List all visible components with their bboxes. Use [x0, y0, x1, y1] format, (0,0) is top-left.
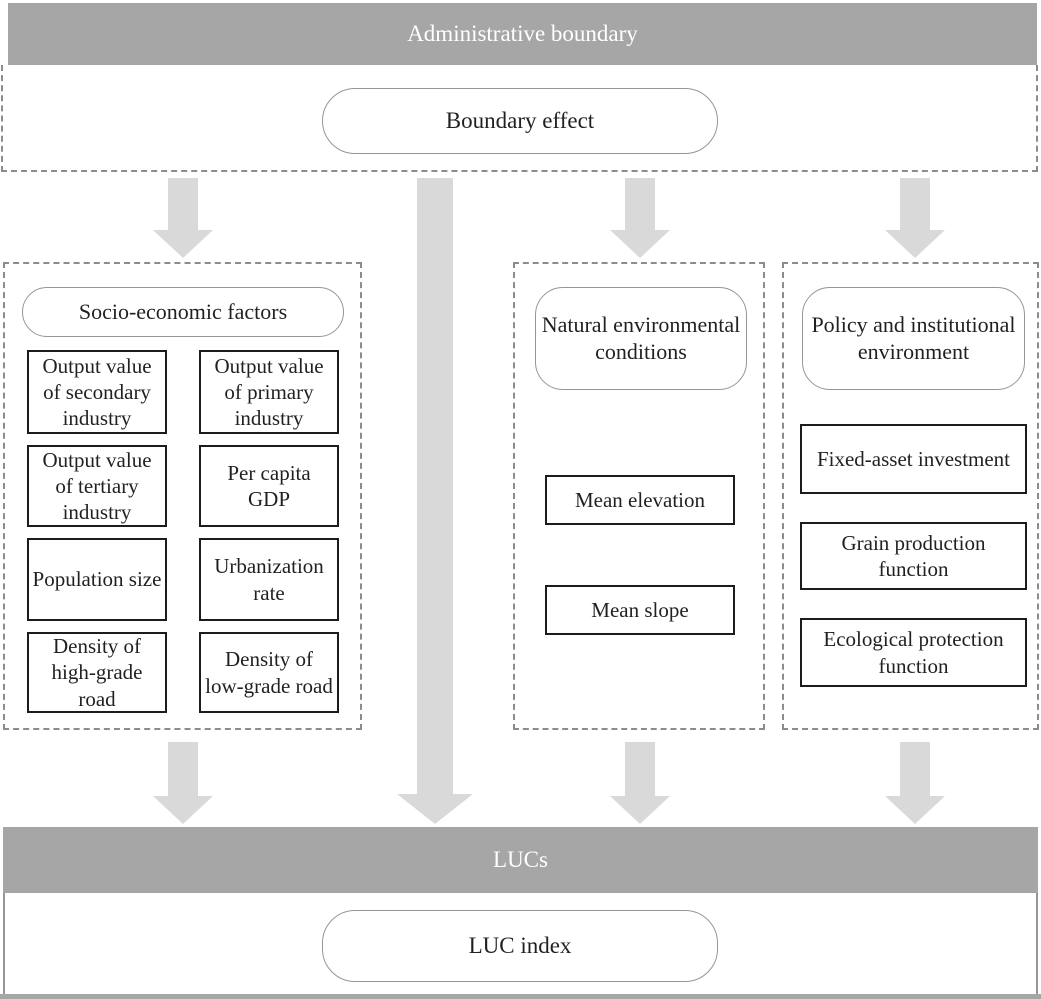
boundary-effect-region [1, 65, 1038, 172]
administrative-boundary-label: Administrative boundary [407, 21, 638, 46]
policy-environment-header: Policy and institutional environment [802, 287, 1025, 390]
arrow-socio-to-lucs [153, 742, 213, 824]
arrow-head [610, 796, 670, 824]
factor-box: Density of high-grade road [27, 632, 167, 713]
arrow-boundary-to-natural [610, 178, 670, 258]
factor-box: Fixed-asset investment [800, 424, 1027, 494]
panel-socio-economic: Socio-economic factors Output value of s… [3, 262, 362, 730]
arrow-natural-to-lucs [610, 742, 670, 824]
factor-box: Mean slope [545, 585, 735, 635]
factor-box: Per capita GDP [199, 445, 339, 527]
socio-factor-grid: Output value of secondary industry Outpu… [27, 350, 339, 713]
lucs-label: LUCs [493, 847, 548, 872]
factor-box: Urbanization rate [199, 538, 339, 621]
arrow-shaft [625, 178, 655, 230]
luc-index-node: LUC index [322, 910, 718, 982]
policy-environment-header-label: Policy and institutional environment [811, 311, 1016, 364]
arrow-head [885, 230, 945, 258]
arrow-head [397, 794, 473, 824]
arrow-shaft [417, 178, 453, 794]
panel-natural-environment: Natural environmental conditions Mean el… [513, 262, 765, 730]
factor-box: Population size [27, 538, 167, 621]
arrow-policy-to-lucs [885, 742, 945, 824]
factor-box: Output value of secondary industry [27, 350, 167, 434]
socio-economic-header-label: Socio-economic factors [78, 298, 288, 324]
socio-economic-header: Socio-economic factors [22, 287, 344, 337]
luc-index-label: LUC index [468, 932, 572, 958]
arrow-boundary-to-lucs [397, 178, 473, 824]
arrow-shaft [168, 742, 198, 796]
administrative-boundary-bar: Administrative boundary [8, 3, 1037, 65]
natural-environment-header-label: Natural environmental conditions [541, 311, 741, 364]
boundary-effect-label: Boundary effect [445, 107, 595, 133]
factor-box: Output value of primary industry [199, 350, 339, 434]
arrow-head [885, 796, 945, 824]
arrow-head [153, 230, 213, 258]
policy-factor-stack: Fixed-asset investment Grain production … [800, 424, 1027, 687]
arrow-head [153, 796, 213, 824]
bottom-border-strip [0, 994, 1041, 999]
arrow-boundary-to-policy [885, 178, 945, 258]
factor-box: Mean elevation [545, 475, 735, 525]
arrow-boundary-to-socio [153, 178, 213, 258]
arrow-shaft [625, 742, 655, 796]
factor-box: Grain production function [800, 522, 1027, 590]
boundary-effect-node: Boundary effect [322, 88, 718, 154]
natural-environment-header: Natural environmental conditions [535, 287, 747, 390]
panel-policy-environment: Policy and institutional environment Fix… [782, 262, 1039, 730]
lucs-bar: LUCs [3, 827, 1038, 893]
arrow-head [610, 230, 670, 258]
factor-box: Ecological protection function [800, 618, 1027, 687]
factor-box: Density of low-grade road [199, 632, 339, 713]
arrow-shaft [900, 178, 930, 230]
factor-box: Output value of tertiary industry [27, 445, 167, 527]
arrow-shaft [168, 178, 198, 230]
arrow-shaft [900, 742, 930, 796]
